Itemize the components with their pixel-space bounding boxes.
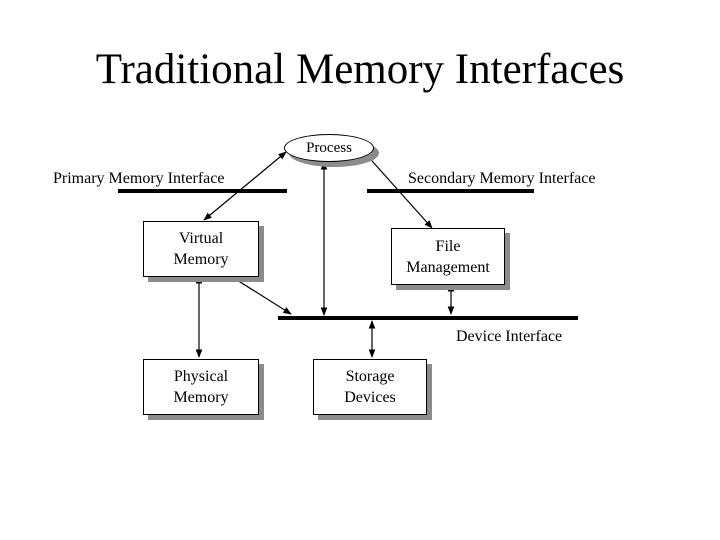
- box-line: Memory: [173, 251, 229, 268]
- box-line: Devices: [344, 389, 396, 406]
- box-line: Management: [406, 258, 490, 276]
- arrow-virtual-device: [228, 274, 292, 315]
- slide-title: Traditional Memory Interfaces: [95, 46, 625, 93]
- secondary-interface-label: Secondary Memory Interface: [408, 170, 596, 187]
- device-interface-label: Device Interface: [456, 328, 563, 345]
- box-line: Storage: [345, 368, 395, 385]
- arrow-process-primary: [203, 151, 287, 221]
- box-line: File: [435, 237, 461, 255]
- virtual-memory-box: Virtual Memory: [143, 221, 259, 277]
- process-node: Process: [284, 134, 374, 162]
- storage-devices-box: Storage Devices: [313, 359, 427, 415]
- box-line: Virtual: [178, 230, 224, 247]
- arrow-process-secondary: [363, 151, 433, 229]
- physical-memory-box: Physical Memory: [143, 359, 259, 415]
- box-line: Memory: [173, 389, 229, 406]
- box-line: Physical: [173, 368, 229, 385]
- primary-interface-label: Primary Memory Interface: [53, 170, 225, 187]
- file-management-box: File Management: [391, 228, 505, 285]
